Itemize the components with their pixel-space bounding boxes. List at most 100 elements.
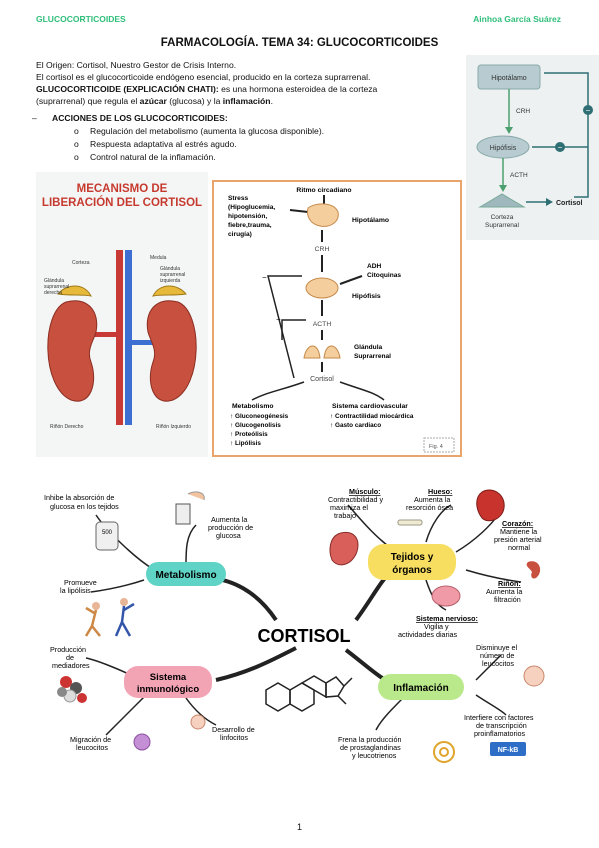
flow-arrow xyxy=(289,209,309,213)
flow-arrow xyxy=(251,381,305,401)
gland-izq-label-3: izquierda xyxy=(160,278,181,284)
crh-label: CRH xyxy=(516,108,530,115)
ritmo-label: Ritmo circadiano xyxy=(296,187,351,194)
interfiere-text-2: de transcripción xyxy=(476,721,527,730)
gland-der-label-3: derecha xyxy=(44,290,62,296)
definition-end: . xyxy=(270,96,273,106)
molecule-icon xyxy=(57,676,87,703)
flow-adh-2: Citoquinas xyxy=(367,272,401,279)
hpa-axis-diagram: Hipotálamo CRH Hipófisis ACTH Corteza Su… xyxy=(466,55,599,240)
inhibe-text-2: glucosa en los tejidos xyxy=(50,502,119,511)
glucometer-icon xyxy=(95,521,119,551)
definition-inflamacion: inflamación xyxy=(222,96,271,106)
medula-label: Medula xyxy=(150,255,167,261)
prostaglandin-icon xyxy=(433,741,455,763)
rinon-text-1: Aumenta la xyxy=(486,587,522,596)
aumenta-text-2: producción de xyxy=(208,523,253,532)
frena-text-1: Frena la producción xyxy=(338,735,402,744)
inmuno-label-1: Sistema xyxy=(150,672,187,683)
mindmap-branch xyxy=(465,569,522,583)
left-kidney xyxy=(47,300,98,402)
bone-icon xyxy=(397,519,423,526)
corteza-label: Corteza xyxy=(72,260,90,266)
definition-text-1: es una hormona esteroidea de la corteza xyxy=(218,84,378,94)
fig-label: Fig. 4 xyxy=(429,444,443,450)
glucose-meter-icon xyxy=(175,503,191,525)
flow-adh-1: ADH xyxy=(367,263,382,270)
inflamacion-label: Inflamación xyxy=(393,683,449,694)
renal-artery xyxy=(88,332,118,337)
mindmap-branch xyxy=(375,694,407,731)
cortisol-mindmap: Metabolismo Tejidos y órganos Sistema in… xyxy=(44,487,545,763)
right-kidney xyxy=(146,300,197,402)
stress-3: hipotensión, xyxy=(228,213,267,220)
mindmap-branch xyxy=(210,576,278,622)
desarrollo-text-2: linfocitos xyxy=(220,733,248,742)
muscle-icon xyxy=(329,532,359,566)
hueso-label: Hueso: xyxy=(428,487,452,496)
frena-text-2: de prostaglandinas xyxy=(340,743,401,752)
mindmap-branch xyxy=(90,579,145,593)
page-title: FARMACOLOGÍA. TEMA 34: GLUCOCORTICOIDES xyxy=(160,37,439,49)
definition-text-2: (suprarrenal) que regula el xyxy=(36,96,140,106)
mindmap-branch xyxy=(185,524,197,566)
migracion-text-1: Migración de xyxy=(70,735,111,744)
list-item-text: Regulación del metabolismo (aumenta la g… xyxy=(90,126,325,136)
definition-text-3: (glucosa) y la xyxy=(166,96,223,106)
rinon-text-2: filtración xyxy=(494,595,521,604)
header-left: GLUCOCORTICOIDES xyxy=(36,14,126,24)
nervioso-label: Sistema nervioso: xyxy=(416,614,478,623)
stress-4: fiebre,trauma, xyxy=(228,222,272,229)
interfiere-text-1: Interfiere con factores xyxy=(464,713,534,722)
hipotalamo-label: Hipotálamo xyxy=(491,75,527,82)
disminuye-text-3: leucocitos xyxy=(482,659,514,668)
list-item-text: Control natural de la inflamación. xyxy=(90,152,216,162)
inmuno-label-2: inmunológico xyxy=(137,684,199,695)
flow-met-item: ↑ Glucogenolisis xyxy=(230,422,281,429)
musculo-text-2: maximiza el xyxy=(330,503,368,512)
mindmap-branch xyxy=(85,657,132,676)
mindmap-branch xyxy=(425,504,452,543)
promueve-text-1: Promueve xyxy=(64,578,97,587)
cortisol-center: CORTISOL xyxy=(258,626,351,646)
minus-text: − xyxy=(558,143,563,152)
cortisol-label: Cortisol xyxy=(556,200,583,207)
interfiere-text-3: proinflamatorios xyxy=(474,729,526,738)
nfkb-badge xyxy=(490,742,526,756)
gland-izq-label-2: suprarrenal xyxy=(160,272,185,278)
hipofisis-shape xyxy=(305,277,339,299)
lymphocyte-icon xyxy=(190,714,206,730)
definition-azucar: azúcar xyxy=(139,96,167,106)
migracion-text-2: leucocitos xyxy=(76,743,108,752)
nervioso-text-2: actividades diarias xyxy=(398,630,458,639)
stress-1: Stress xyxy=(228,195,248,202)
corazon-text-1: Mantiene la xyxy=(500,527,537,536)
flow-arrow xyxy=(339,275,363,285)
frena-text-3: y leucotrienos xyxy=(352,751,397,760)
stress-5: cirugía) xyxy=(228,231,252,238)
flow-met-item: ↑ Lipólisis xyxy=(230,440,261,447)
flow-arrow xyxy=(339,381,385,401)
rinon-izq-label: Riñón Izquierdo xyxy=(156,424,191,430)
tejidos-label-1: Tejidos y xyxy=(391,552,434,563)
flow-cardio: Sistema cardiovascular xyxy=(332,403,408,410)
stress-2: (Hipoglucemia, xyxy=(228,204,275,211)
leukocyte-cell-icon xyxy=(523,665,545,687)
tejidos-label-2: órganos xyxy=(392,565,432,576)
minus-text: − xyxy=(586,106,591,115)
metabolismo-node xyxy=(146,562,226,586)
gland-izq-label-1: Glándula xyxy=(160,266,180,272)
left-adrenal xyxy=(57,285,92,297)
intro-line-1: El Origen: Cortisol, Nuestro Gestor de C… xyxy=(36,60,237,70)
intro-line-2: El cortisol es el glucocorticoide endóge… xyxy=(36,72,371,82)
feedback-line xyxy=(544,72,589,198)
flow-met-item: ↑ Proteólisis xyxy=(230,431,268,438)
renal-vein xyxy=(131,340,163,345)
gland-der-label-2: suprarrenal xyxy=(44,284,69,290)
minus-icon xyxy=(555,142,565,152)
flow-cardio-item: ↑ Gasto cardiaco xyxy=(330,422,381,429)
mindmap-branch xyxy=(475,654,502,681)
bullet-icon: o xyxy=(74,139,79,149)
acciones-dash: – xyxy=(32,113,37,123)
inmuno-node xyxy=(124,666,212,698)
